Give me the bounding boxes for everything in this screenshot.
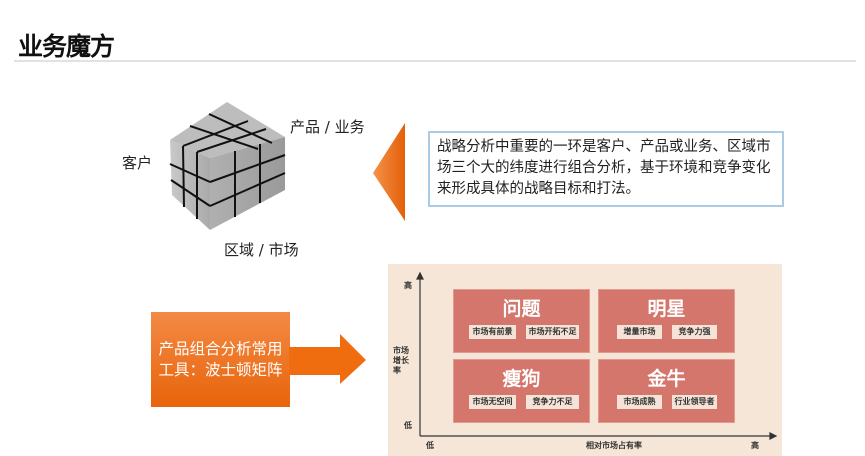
- y-axis-low: 低: [404, 421, 412, 430]
- quadrant-tag: 行业领导者: [672, 395, 717, 409]
- quadrant-tag: 竞争力不足: [526, 395, 579, 409]
- cube-label-customer: 客户: [122, 154, 153, 172]
- quadrant-tag: 市场开拓不足: [526, 325, 579, 339]
- y-axis-high: 高: [404, 281, 412, 290]
- quadrant-tag: 市场成熟: [617, 395, 662, 409]
- matrix-axes: [416, 271, 778, 440]
- quadrant-title: 瘦狗: [502, 368, 541, 390]
- tool-box: 产品组合分析常用工具：波士顿矩阵: [151, 312, 290, 407]
- quadrant-tag: 增量市场: [617, 325, 662, 339]
- left-arrow-triangle-icon: [373, 123, 405, 221]
- quadrant-tag: 市场无空间: [469, 395, 516, 409]
- cube-label-region: 区域 / 市场: [224, 241, 299, 259]
- divider: [14, 60, 856, 62]
- page-title: 业务魔方: [18, 32, 115, 61]
- quadrant-question: 问题 市场有前景 市场开拓不足: [453, 289, 590, 353]
- quadrant-star: 明星 增量市场 竞争力强: [598, 289, 735, 353]
- quadrant-cow: 金牛 市场成熟 行业领导者: [598, 359, 735, 423]
- rubiks-cube-icon: [169, 102, 286, 230]
- right-arrow-icon: [289, 334, 366, 384]
- quadrant-tag: 市场有前景: [469, 325, 516, 339]
- description-box: 战略分析中重要的一环是客户、产品或业务、区域市场三个大的纬度进行组合分析，基于环…: [428, 131, 784, 207]
- x-axis-label: 相对市场占有率: [586, 441, 642, 450]
- x-axis-low: 低: [426, 441, 434, 450]
- quadrant-title: 金牛: [647, 368, 686, 390]
- y-axis-label: 市场增长率: [393, 346, 409, 375]
- x-axis-high: 高: [751, 441, 759, 450]
- quadrant-title: 问题: [502, 298, 541, 320]
- quadrant-tag: 竞争力强: [672, 325, 717, 339]
- quadrant-dog: 瘦狗 市场无空间 竞争力不足: [453, 359, 590, 423]
- boston-matrix: 高 低 市场增长率 低 相对市场占有率 高 问题 市场有前景 市场开拓不足 明星…: [388, 264, 782, 456]
- quadrant-title: 明星: [647, 298, 686, 320]
- cube-label-product: 产品 / 业务: [290, 118, 365, 136]
